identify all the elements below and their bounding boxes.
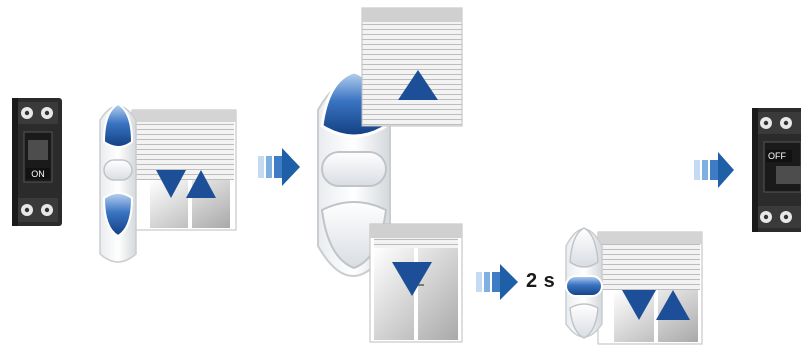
roller-shutter-icon (362, 8, 462, 126)
stop-button (104, 160, 132, 180)
hold-duration-label: 2 s (526, 270, 555, 293)
flow-arrow-icon (694, 152, 734, 188)
flow-arrow-icon (476, 264, 518, 300)
roller-shutter-icon (598, 232, 702, 344)
breaker-off-label: OFF (768, 151, 786, 161)
circuit-breaker-on-icon: ON (12, 98, 62, 226)
breaker-on-label: ON (31, 169, 45, 179)
remote-control-icon (566, 228, 602, 338)
remote-control-icon (100, 104, 136, 262)
flow-arrow-icon (258, 148, 300, 186)
stop-button (322, 152, 386, 186)
circuit-breaker-off-icon: OFF (752, 108, 801, 232)
stop-button (566, 276, 602, 296)
